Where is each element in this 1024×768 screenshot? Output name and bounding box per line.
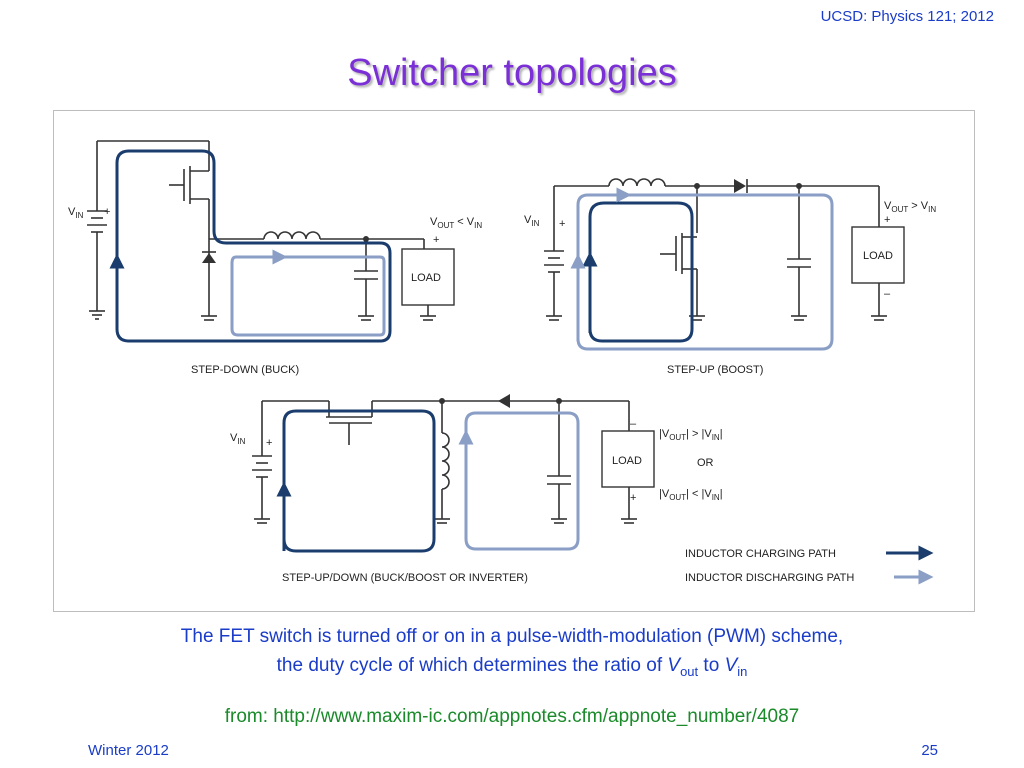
inverter-load-label: LOAD (612, 455, 642, 467)
vin-subscript: in (737, 663, 748, 679)
legend-discharging-label: INDUCTOR DISCHARGING PATH (685, 572, 854, 584)
buck-plus-out: + (433, 234, 439, 246)
legend-charging-label: INDUCTOR CHARGING PATH (685, 548, 836, 560)
inverter-or-label: OR (697, 457, 714, 469)
boost-minus-out: – (884, 288, 891, 300)
footer-term: Winter 2012 (88, 742, 169, 759)
topologies-diagram: VIN + VOUT < VIN + LOAD STEP-DOWN (BUCK) (68, 140, 936, 585)
slide-caption: The FET switch is turned off or on in a … (30, 622, 994, 686)
source-link[interactable]: from: http://www.maxim-ic.com/appnotes.c… (224, 706, 800, 727)
inverter-vin-label: VIN (230, 432, 246, 446)
inverter-caption: STEP-UP/DOWN (BUCK/BOOST OR INVERTER) (282, 572, 528, 584)
inverter-plus-sign: + (266, 437, 272, 449)
boost-plus-sign: + (559, 218, 565, 230)
slide-title: Switcher topologies (347, 52, 677, 94)
boost-caption: STEP-UP (BOOST) (667, 364, 763, 376)
buck-vin-label: VIN (68, 206, 84, 220)
inverter-plus-out: + (630, 492, 636, 504)
slide-number: 25 (921, 742, 938, 759)
legend: INDUCTOR CHARGING PATH INDUCTOR DISCHARG… (685, 545, 934, 585)
caption-line-1: The FET switch is turned off or on in a … (180, 626, 844, 647)
inverter-circuit (252, 394, 655, 553)
buck-vout-label: VOUT < VIN (430, 216, 482, 230)
caption-to: to (698, 655, 725, 676)
boost-load-label: LOAD (863, 250, 893, 262)
buck-circuit (87, 140, 455, 343)
buck-caption: STEP-DOWN (BUCK) (191, 364, 299, 376)
vin-symbol: V (724, 655, 738, 676)
boost-vin-label: VIN (524, 214, 540, 228)
caption-line-2-text: the duty cycle of which determines the r… (276, 655, 668, 676)
caption-line-2: the duty cycle of which determines the r… (30, 651, 994, 686)
course-header: UCSD: Physics 121; 2012 (820, 8, 994, 25)
buck-plus-sign: + (104, 206, 110, 218)
vout-subscript: out (680, 663, 699, 679)
boost-plus-out: + (884, 214, 890, 226)
inverter-condition-2: |VOUT| < |VIN| (659, 488, 723, 502)
buck-load-label: LOAD (411, 272, 441, 284)
inverter-condition-1: |VOUT| > |VIN| (659, 428, 723, 442)
switcher-topologies-figure: VIN + VOUT < VIN + LOAD STEP-DOWN (BUCK) (53, 110, 975, 612)
boost-vout-label: VOUT > VIN (884, 200, 936, 214)
boost-circuit (544, 178, 905, 351)
vout-symbol: V (667, 655, 681, 676)
inverter-minus-out: – (630, 418, 637, 430)
